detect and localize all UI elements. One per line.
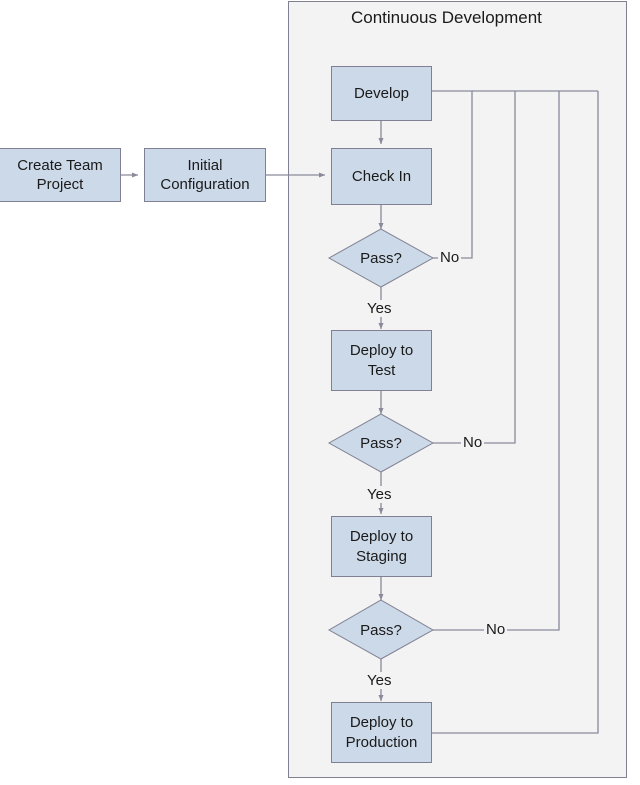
decision-pass-3 — [327, 599, 435, 660]
panel-title: Continuous Development — [351, 8, 542, 27]
edge-label-pass1-no: No — [438, 249, 462, 266]
node-check-in[interactable]: Check In — [331, 148, 432, 205]
node-deploy-to-production[interactable]: Deploy to Production — [331, 702, 432, 763]
edge-label-pass3-yes: Yes — [365, 672, 394, 689]
edge-label-pass2-yes: Yes — [365, 486, 394, 503]
edge-deployproduction-to-develop — [432, 91, 599, 734]
node-deploy-to-test[interactable]: Deploy to Test — [331, 330, 432, 391]
node-deploy-to-staging[interactable]: Deploy to Staging — [331, 516, 432, 577]
decision-pass-1 — [327, 228, 435, 288]
edge-pass2-no-to-develop — [433, 91, 516, 444]
node-develop[interactable]: Develop — [331, 66, 432, 121]
decision-pass-2 — [327, 413, 435, 473]
node-initial-configuration[interactable]: Initial Configuration — [144, 148, 266, 202]
node-create-team-project[interactable]: Create Team Project — [0, 148, 121, 202]
edge-label-pass1-yes: Yes — [365, 300, 394, 317]
edge-pass3-no-to-develop — [433, 91, 560, 631]
edge-label-pass3-no: No — [484, 621, 508, 638]
edge-label-pass2-no: No — [461, 434, 485, 451]
